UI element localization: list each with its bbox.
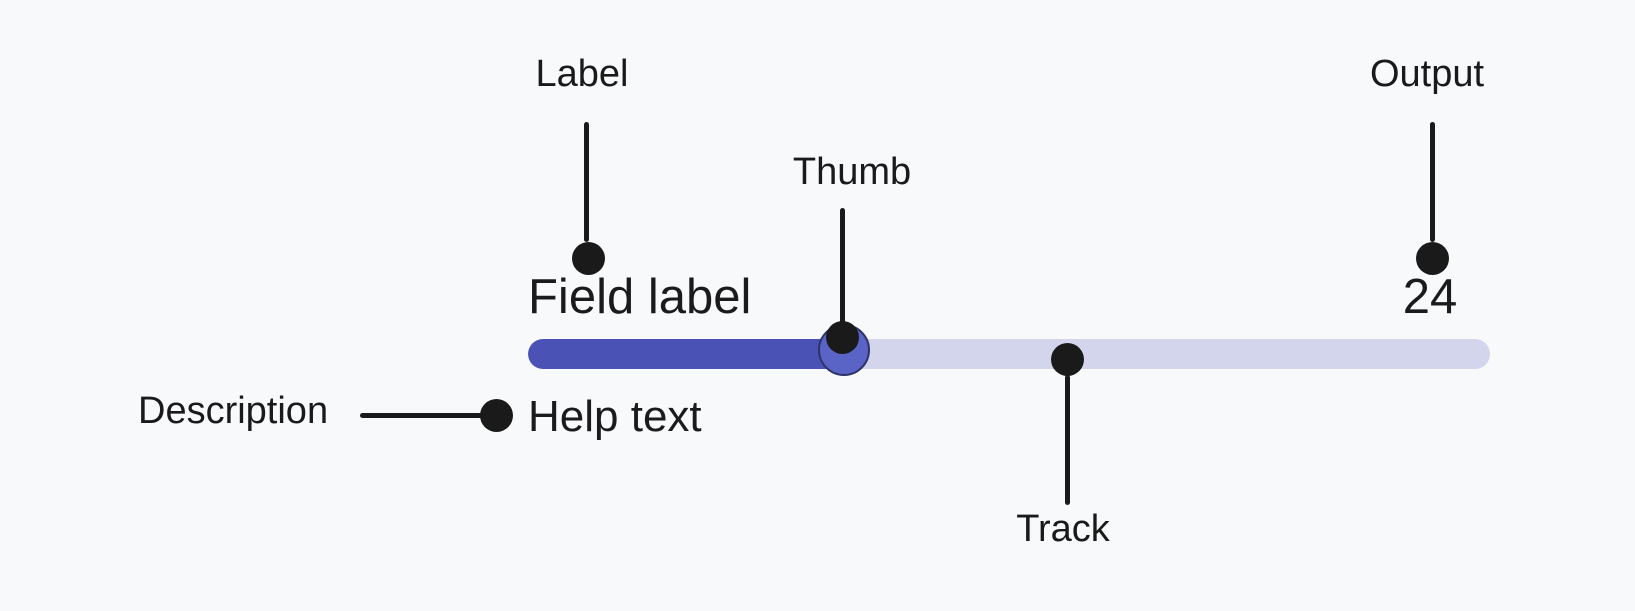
annotation-track-line (1065, 375, 1070, 505)
annotation-label-dot (572, 242, 605, 275)
annotation-description-dot (480, 399, 513, 432)
slider-output-value: 24 (1402, 270, 1458, 324)
slider-help-text: Help text (528, 392, 702, 441)
annotation-label: Label (535, 53, 629, 95)
annotation-thumb-dot (826, 321, 859, 354)
annotation-track: Track (1016, 508, 1110, 550)
annotation-output: Output (1369, 53, 1485, 95)
annotation-output-dot (1416, 242, 1449, 275)
annotation-description-line (360, 413, 488, 418)
slider-field-label: Field label (528, 270, 752, 324)
annotation-thumb-line (840, 208, 845, 325)
annotation-thumb: Thumb (792, 151, 912, 193)
annotation-track-dot (1051, 343, 1084, 376)
annotation-description: Description (138, 390, 329, 432)
slider-track-fill (528, 339, 844, 369)
annotation-output-line (1430, 122, 1435, 242)
slider-track[interactable] (528, 339, 1490, 369)
annotation-label-line (584, 122, 589, 242)
